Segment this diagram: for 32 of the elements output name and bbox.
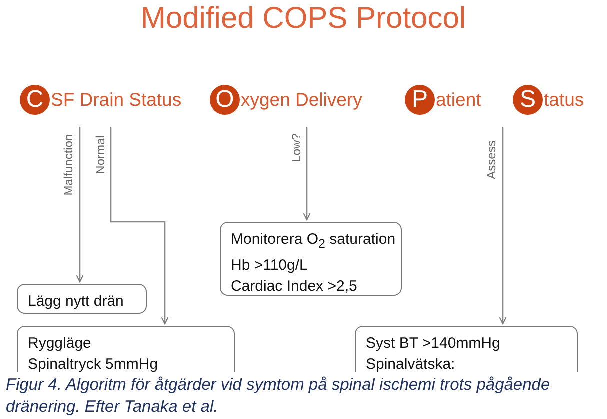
- letter-circle: O: [210, 85, 240, 115]
- step-text: Hb >110g/L: [231, 256, 308, 276]
- section-heading: [20, 85, 182, 115]
- arrow: [110, 127, 169, 325]
- letter-circle: S: [513, 85, 543, 115]
- heading-text: SF Drain Status: [51, 89, 182, 111]
- step-text: Cardiac Index >2,5: [231, 277, 358, 297]
- step-box: [355, 326, 578, 372]
- heading-text: atient: [436, 89, 482, 111]
- step-text: Spinaltryck 5mmHg: [28, 355, 158, 375]
- heading-text: xygen Delivery: [241, 89, 362, 111]
- step-text: Syst BT >140mmHg: [366, 334, 500, 354]
- step-text: Monitorera O$_{2}$ saturation: [231, 230, 396, 253]
- heading-text: tatus: [544, 89, 584, 111]
- diagram-title: Modified COPS Protocol: [140, 2, 468, 36]
- step-box: [220, 222, 402, 296]
- step-text: Spinalvätska:: [366, 355, 456, 375]
- arrow: [76, 127, 84, 283]
- section-heading: [405, 85, 482, 115]
- arrow: [303, 127, 311, 221]
- step-text: Ryggläge: [28, 334, 92, 354]
- step-box: [17, 284, 147, 314]
- section-heading: [210, 85, 362, 115]
- letter-circle: C: [20, 85, 50, 115]
- letter-circle: P: [405, 85, 435, 115]
- edge-label: Normal: [92, 134, 107, 176]
- step-text: Lägg nytt drän: [28, 292, 124, 312]
- section-heading: [513, 85, 584, 115]
- figure-caption: Figur 4. Algoritm för åtgärder vid symtom på spinal ischemi trots pågående dränering. Efter Tanaka et al.: [6, 375, 551, 418]
- edge-label: Malfunction: [61, 133, 76, 197]
- step-box: [17, 326, 235, 372]
- arrow: [499, 127, 507, 325]
